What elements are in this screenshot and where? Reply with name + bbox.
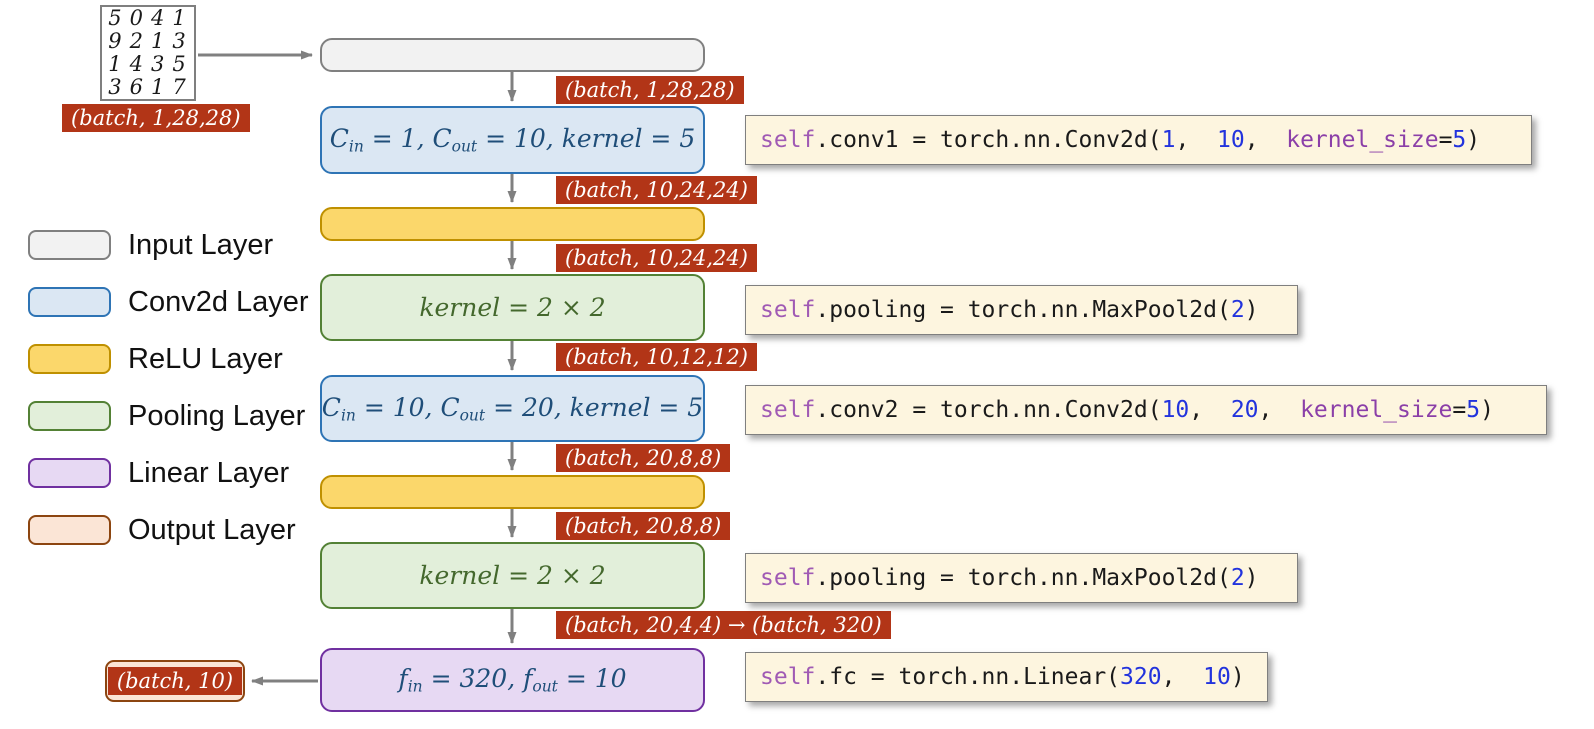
input-shape-badge: (batch, 1,28,28) [62, 104, 250, 132]
conv2-layer-label: Cin = 10, Cout = 20, kernel = 5 [321, 392, 704, 425]
mnist-sample-image: 5041 9213 1435 3617 [100, 5, 196, 101]
relu1-layer-box [320, 207, 705, 241]
legend-swatch-relu [28, 344, 111, 374]
linear-layer-box: fin = 320, fout = 10 [320, 648, 705, 712]
relu2-layer-box [320, 475, 705, 509]
legend-item-relu: ReLU Layer [28, 342, 283, 375]
conv1-layer-label: Cin = 1, Cout = 10, kernel = 5 [329, 124, 696, 156]
conv2-layer-box: Cin = 10, Cout = 20, kernel = 5 [320, 375, 705, 442]
pooling1-layer-label: kernel = 2 × 2 [419, 293, 606, 322]
legend-label-input: Input Layer [128, 228, 274, 261]
legend-item-conv2d: Conv2d Layer [28, 285, 309, 318]
pooling2-layer-box: kernel = 2 × 2 [320, 542, 705, 609]
shape-badge-after-relu1: (batch, 10,24,24) [556, 244, 757, 272]
shape-badge-flatten: (batch, 20,4,4) → (batch, 320) [556, 611, 891, 639]
mnist-digit-row: 9213 [108, 29, 194, 53]
shape-badge-after-relu2: (batch, 20,8,8) [556, 512, 731, 540]
legend-item-output: Output Layer [28, 513, 296, 546]
legend-swatch-linear [28, 458, 111, 488]
legend-label-pooling: Pooling Layer [128, 399, 306, 432]
code-conv1: self.conv1 = torch.nn.Conv2d(1, 10, kern… [745, 115, 1532, 165]
code-fc: self.fc = torch.nn.Linear(320, 10) [745, 652, 1268, 702]
pooling2-layer-label: kernel = 2 × 2 [419, 561, 606, 590]
shape-badge-after-conv1: (batch, 10,24,24) [556, 176, 757, 204]
shape-badge-after-input: (batch, 1,28,28) [556, 76, 744, 104]
legend-swatch-input [28, 230, 111, 260]
legend-label-linear: Linear Layer [128, 456, 290, 489]
legend-swatch-pooling [28, 401, 111, 431]
output-layer-box: (batch, 10) [105, 660, 245, 702]
legend-item-linear: Linear Layer [28, 456, 290, 489]
legend-swatch-output [28, 515, 111, 545]
mnist-digit-row: 5041 [108, 6, 194, 30]
code-pooling2: self.pooling = torch.nn.MaxPool2d(2) [745, 553, 1298, 603]
legend-label-conv2d: Conv2d Layer [128, 285, 309, 318]
mnist-digit-row: 1435 [108, 52, 194, 76]
legend-item-pooling: Pooling Layer [28, 399, 306, 432]
linear-layer-label: fin = 320, fout = 10 [398, 664, 627, 696]
legend-item-input: Input Layer [28, 228, 274, 261]
shape-badge-after-pool1: (batch, 10,12,12) [556, 343, 757, 371]
legend-label-output: Output Layer [128, 513, 296, 546]
code-pooling1: self.pooling = torch.nn.MaxPool2d(2) [745, 285, 1298, 335]
legend-label-relu: ReLU Layer [128, 342, 283, 375]
conv1-layer-box: Cin = 1, Cout = 10, kernel = 5 [320, 106, 705, 174]
legend-swatch-conv2d [28, 287, 111, 317]
output-shape-badge: (batch, 10) [107, 667, 243, 695]
code-conv2: self.conv2 = torch.nn.Conv2d(10, 20, ker… [745, 385, 1547, 435]
mnist-digit-row: 3617 [108, 75, 194, 99]
input-layer-box [320, 38, 705, 72]
pooling1-layer-box: kernel = 2 × 2 [320, 274, 705, 341]
shape-badge-after-conv2: (batch, 20,8,8) [556, 444, 731, 472]
